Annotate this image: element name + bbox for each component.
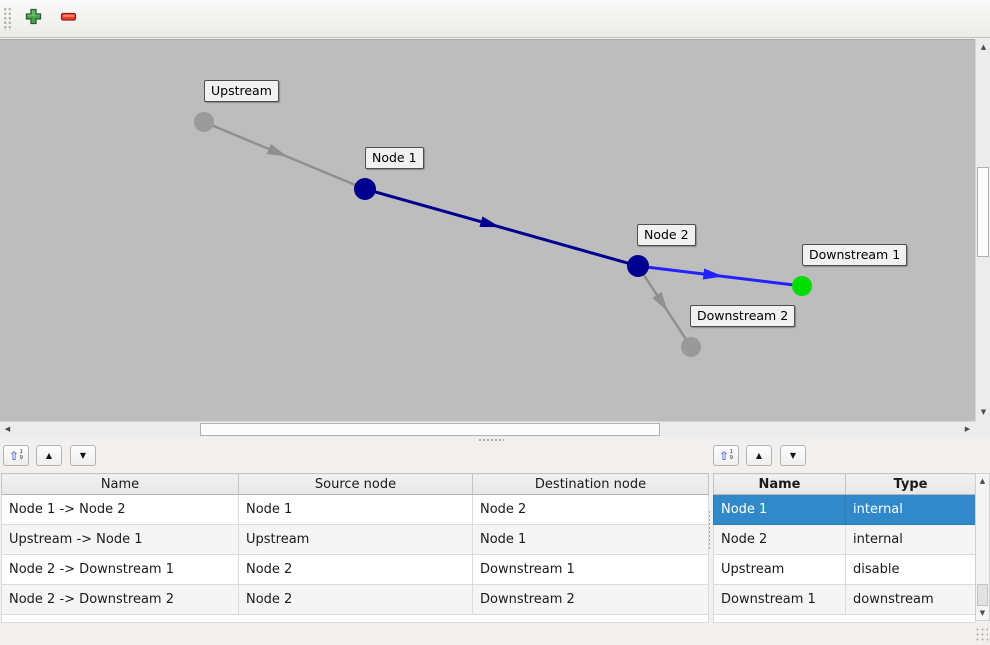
nodes-table-scrollbar[interactable]: ▲ ▼ bbox=[975, 473, 990, 621]
graph-node[interactable] bbox=[792, 276, 812, 296]
down-arrow-icon: ▼ bbox=[79, 450, 87, 460]
column-header[interactable]: Destination node bbox=[472, 473, 709, 495]
horizontal-splitter-handle[interactable] bbox=[478, 438, 504, 443]
node-label[interactable]: Node 2 bbox=[637, 224, 696, 246]
scroll-down-icon[interactable]: ▼ bbox=[979, 608, 986, 617]
table-cell[interactable]: Node 2 bbox=[238, 554, 473, 585]
edge-arrowhead-icon bbox=[266, 143, 288, 157]
scroll-up-icon[interactable]: ▲ bbox=[979, 476, 986, 485]
table-cell[interactable]: Node 2 bbox=[713, 524, 846, 555]
column-header[interactable]: Name bbox=[1, 473, 239, 495]
node-label[interactable]: Downstream 1 bbox=[802, 244, 908, 266]
table-cell[interactable]: Node 2 bbox=[238, 584, 473, 615]
canvas-vertical-scrollbar[interactable]: ▲ ▼ bbox=[975, 39, 990, 421]
table-cell[interactable]: internal bbox=[845, 524, 976, 555]
table-cell[interactable]: Node 1 bbox=[472, 524, 709, 555]
node-label[interactable]: Upstream bbox=[204, 80, 279, 102]
table-cell[interactable]: downstream bbox=[845, 584, 976, 615]
edges-move-down-button[interactable]: ▼ bbox=[70, 445, 96, 466]
table-cell[interactable]: Downstream 1 bbox=[713, 584, 846, 615]
node-label[interactable]: Downstream 2 bbox=[690, 305, 796, 327]
graph-node[interactable] bbox=[194, 112, 214, 132]
table-cell[interactable]: Downstream 1 bbox=[472, 554, 709, 585]
scroll-down-icon[interactable]: ▼ bbox=[980, 408, 987, 416]
down-arrow-icon: ▼ bbox=[789, 450, 797, 460]
node-label[interactable]: Node 1 bbox=[365, 147, 424, 169]
edge-arrowhead-icon bbox=[652, 291, 668, 312]
table-cell[interactable]: Node 1 bbox=[713, 494, 846, 525]
add-button[interactable] bbox=[20, 5, 46, 33]
column-header[interactable]: Type bbox=[845, 473, 976, 495]
canvas-horizontal-scrollbar[interactable]: ◀ ▶ bbox=[0, 421, 975, 437]
edge-arrowhead-icon bbox=[479, 216, 501, 228]
table-cell[interactable]: Node 1 -> Node 2 bbox=[1, 494, 239, 525]
edge-arrowhead-icon bbox=[702, 268, 724, 280]
scroll-left-icon[interactable]: ◀ bbox=[4, 425, 11, 433]
vertical-scrollbar-thumb[interactable] bbox=[977, 167, 989, 257]
empty-row bbox=[713, 614, 976, 623]
table-cell[interactable]: Upstream -> Node 1 bbox=[1, 524, 239, 555]
remove-button[interactable] bbox=[55, 5, 81, 33]
table-cell[interactable]: internal bbox=[845, 494, 976, 525]
table-cell[interactable]: disable bbox=[845, 554, 976, 585]
up-arrow-icon: ▲ bbox=[755, 450, 763, 460]
vertical-splitter-handle[interactable] bbox=[707, 510, 712, 550]
edges-move-up-button[interactable]: ▲ bbox=[36, 445, 62, 466]
column-header[interactable]: Source node bbox=[238, 473, 473, 495]
table-scrollbar-thumb[interactable] bbox=[977, 584, 988, 606]
graph-node[interactable] bbox=[681, 337, 701, 357]
nodes-move-down-button[interactable]: ▼ bbox=[780, 445, 806, 466]
main-toolbar bbox=[0, 0, 990, 38]
graph-node[interactable] bbox=[627, 255, 649, 277]
red-minus-icon bbox=[60, 8, 77, 29]
table-cell[interactable]: Upstream bbox=[713, 554, 846, 585]
scrollbar-corner bbox=[975, 421, 990, 437]
column-header[interactable]: Name bbox=[713, 473, 846, 495]
green-plus-icon bbox=[25, 8, 42, 29]
scroll-up-icon[interactable]: ▲ bbox=[980, 43, 987, 51]
table-cell[interactable]: Downstream 2 bbox=[472, 584, 709, 615]
window-resize-grip[interactable] bbox=[974, 626, 988, 641]
graph-edge[interactable] bbox=[364, 187, 639, 268]
nodes-move-up-button[interactable]: ▲ bbox=[746, 445, 772, 466]
table-cell[interactable]: Node 2 -> Downstream 2 bbox=[1, 584, 239, 615]
toolbar-grip-handle[interactable] bbox=[3, 6, 11, 31]
up-arrow-icon: ▲ bbox=[45, 450, 53, 460]
table-cell[interactable]: Node 1 bbox=[238, 494, 473, 525]
graph-node[interactable] bbox=[354, 178, 376, 200]
table-cell[interactable]: Upstream bbox=[238, 524, 473, 555]
empty-row bbox=[1, 614, 709, 623]
horizontal-scrollbar-thumb[interactable] bbox=[200, 423, 660, 436]
table-cell[interactable]: Node 2 bbox=[472, 494, 709, 525]
scroll-right-icon[interactable]: ▶ bbox=[964, 425, 971, 433]
table-cell[interactable]: Node 2 -> Downstream 1 bbox=[1, 554, 239, 585]
graph-svg bbox=[194, 112, 812, 357]
